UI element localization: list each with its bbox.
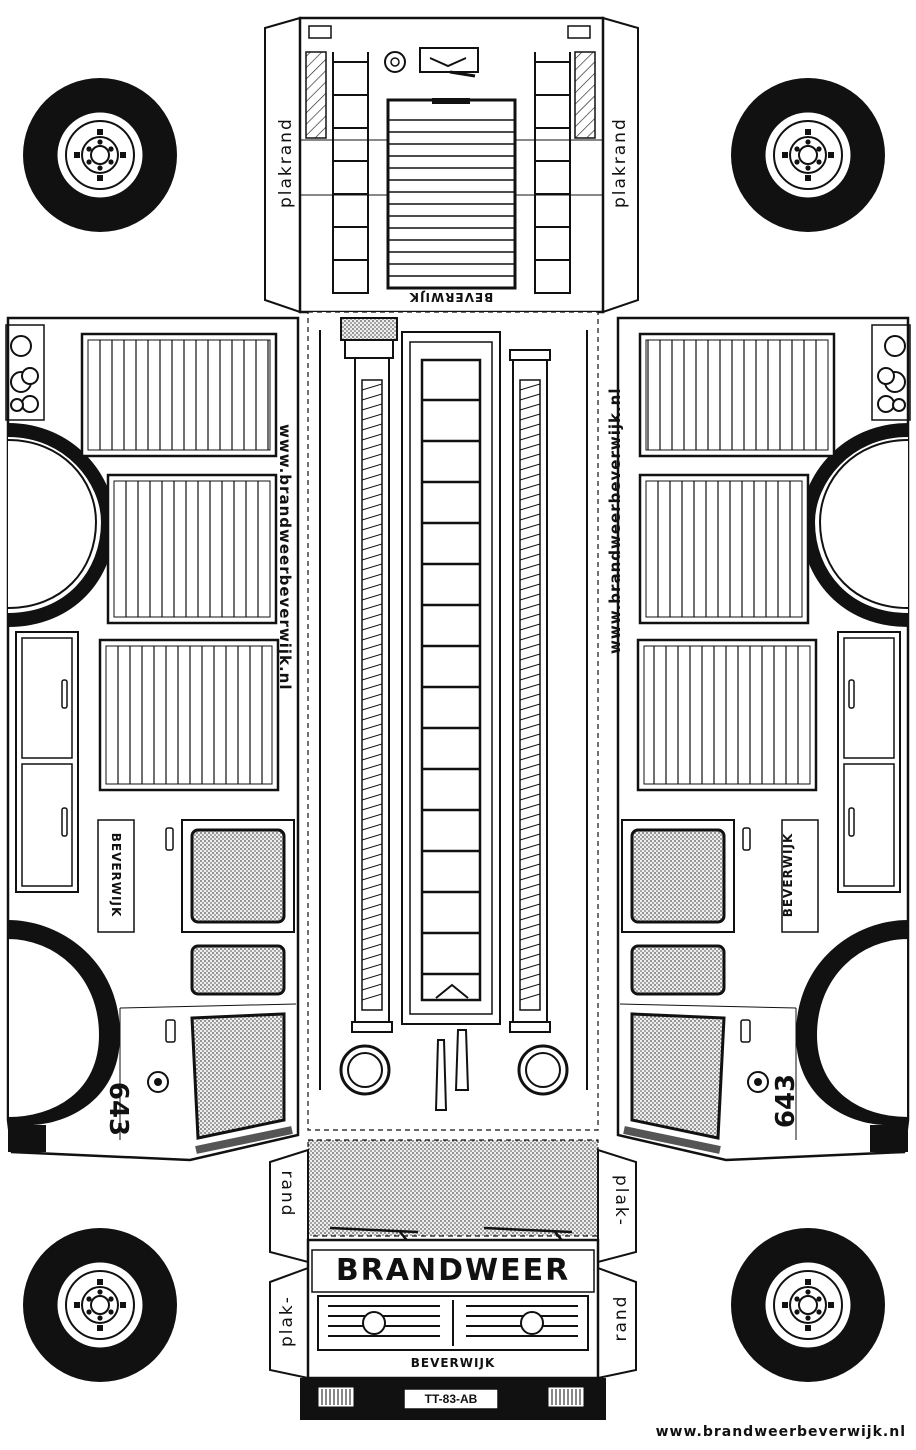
- right-town-label: BEVERWIJK: [781, 832, 795, 918]
- wheel-bottom-right: [729, 1226, 887, 1384]
- right-unit-number: 643: [771, 1073, 801, 1129]
- glue-flap-label-rear-right: plakrand: [610, 117, 630, 208]
- front-town-label: BEVERWIJK: [410, 1356, 496, 1370]
- left-unit-number: 643: [103, 1081, 133, 1137]
- front-glue-flap-bottom-left: plak-: [277, 1295, 297, 1347]
- wheel-top-left: [21, 76, 179, 234]
- front-glue-flap-bottom-right: rand: [611, 1294, 631, 1342]
- front-glue-flap-top-left: rand: [277, 1170, 297, 1218]
- left-side-panel: [5, 316, 300, 1162]
- website-label-left: www.brandweerbeverwijk.nl: [276, 424, 294, 691]
- rear-town-label: BEVERWIJK: [408, 290, 494, 304]
- license-plate: TT-83-AB: [424, 1392, 478, 1406]
- wheel-bottom-left: [21, 1226, 179, 1384]
- front-glue-flap-top-right: plak-: [611, 1175, 631, 1227]
- roof-panel: [307, 311, 599, 1131]
- footer-website: www.brandweerbeverwijk.nl: [655, 1424, 906, 1440]
- right-side-panel: [616, 316, 911, 1162]
- wheel-top-right: [729, 76, 887, 234]
- front-title: BRANDWEER: [335, 1253, 571, 1288]
- front-panel: [269, 1139, 637, 1420]
- website-label-right: www.brandweerbeverwijk.nl: [606, 387, 624, 654]
- left-town-label: BEVERWIJK: [109, 832, 123, 918]
- rear-panel: [264, 16, 639, 314]
- glue-flap-label-rear-left: plakrand: [276, 117, 296, 208]
